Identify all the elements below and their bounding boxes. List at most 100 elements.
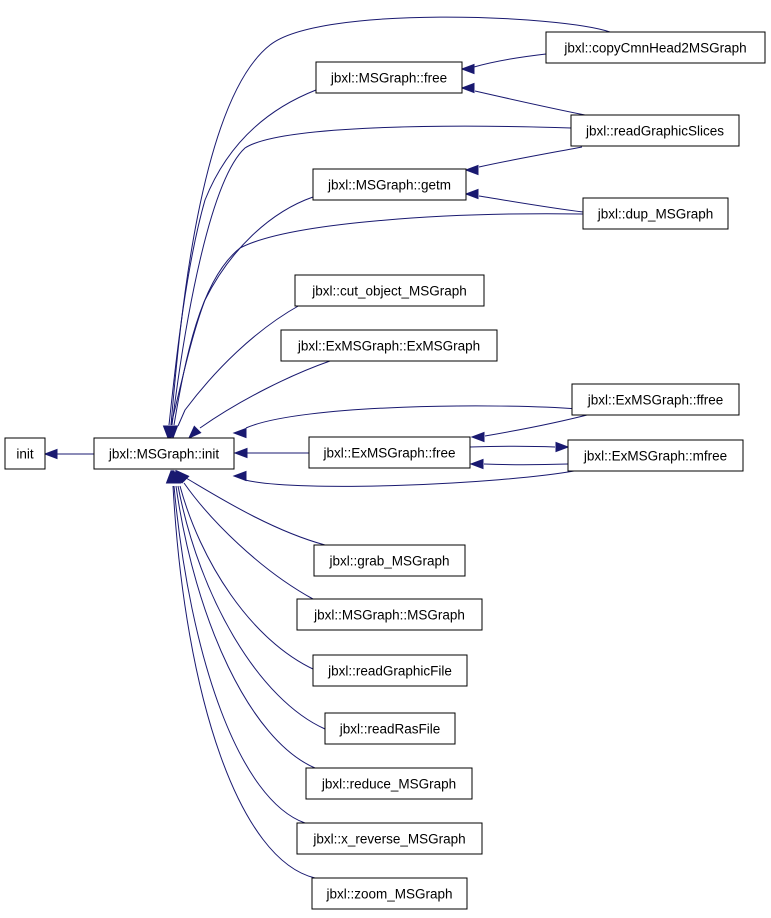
node-box[interactable]: [324, 712, 456, 745]
node-exmsgraph-free[interactable]: jbxl::ExMSGraph::free: [308, 436, 471, 469]
node-msgraph-init[interactable]: jbxl::MSGraph::init: [93, 437, 235, 470]
edge-line: [177, 485, 326, 730]
node-label: jbxl::ExMSGraph::ffree: [587, 393, 724, 408]
node-exmsgraph-mfree[interactable]: jbxl::ExMSGraph::mfree: [567, 439, 744, 472]
edge-line: [183, 482, 314, 600]
node-label: jbxl::ExMSGraph::ExMSGraph: [297, 339, 480, 354]
node-box[interactable]: [311, 877, 468, 910]
edge-line: [469, 445, 556, 448]
node-label: jbxl::x_reverse_MSGraph: [312, 832, 465, 847]
node-init[interactable]: init: [4, 437, 46, 470]
arrowhead-icon: [165, 469, 177, 484]
node-cut-object[interactable]: jbxl::cut_object_MSGraph: [294, 274, 485, 307]
node-label: jbxl::grab_MSGraph: [328, 554, 449, 569]
node-grab-msgraph[interactable]: jbxl::grab_MSGraph: [313, 544, 466, 577]
node-box[interactable]: [315, 61, 463, 94]
node-label: jbxl::copyCmnHead2MSGraph: [563, 41, 746, 56]
node-box[interactable]: [312, 654, 468, 687]
node-box[interactable]: [567, 439, 744, 472]
node-box[interactable]: [4, 437, 46, 470]
edge-dup_msgraph-to-msgraph_init: [165, 213, 584, 440]
node-exmsgraph-ffree[interactable]: jbxl::ExMSGraph::ffree: [571, 383, 740, 416]
edge-exmsgraph_mfree-to-exmsgraph_free: [469, 458, 569, 470]
arrowhead-icon: [232, 427, 247, 439]
node-zoom-msgraph[interactable]: jbxl::zoom_MSGraph: [311, 877, 468, 910]
edge-line: [474, 90, 586, 116]
node-label: jbxl::reduce_MSGraph: [321, 777, 456, 792]
arrowhead-icon: [464, 188, 479, 200]
edge-grab_msgraph-to-msgraph_init: [174, 469, 326, 546]
edge-line: [173, 485, 306, 824]
edge-msgraph_free-to-msgraph_init: [162, 89, 317, 440]
edge-line: [484, 413, 592, 437]
edge-line: [172, 485, 316, 879]
node-msgraph-ctor[interactable]: jbxl::MSGraph::MSGraph: [296, 598, 483, 631]
node-reduce-msgraph[interactable]: jbxl::reduce_MSGraph: [305, 767, 473, 800]
node-box[interactable]: [313, 544, 466, 577]
arrowhead-icon: [233, 447, 248, 459]
node-label: jbxl::MSGraph::MSGraph: [313, 608, 465, 623]
node-label: jbxl::readGraphicFile: [327, 664, 452, 679]
edge-line: [168, 89, 317, 426]
node-box[interactable]: [582, 197, 729, 230]
edge-msgraph_init-to-init: [43, 448, 94, 460]
edge-line: [483, 463, 569, 466]
edge-zoom_msgraph-to-msgraph_init: [165, 469, 316, 879]
edge-dup_msgraph-to-msgraph_getm: [464, 188, 584, 213]
node-box[interactable]: [296, 598, 483, 631]
node-copy-cmn-head[interactable]: jbxl::copyCmnHead2MSGraph: [545, 31, 766, 64]
edge-line: [245, 405, 579, 429]
edge-line: [177, 304, 301, 427]
arrowhead-icon: [43, 448, 58, 460]
edge-line: [244, 470, 575, 487]
arrowhead-icon: [232, 470, 247, 482]
arrowhead-icon: [469, 458, 484, 470]
node-label: jbxl::readGraphicSlices: [585, 124, 724, 139]
node-box[interactable]: [312, 168, 467, 201]
node-box[interactable]: [545, 31, 766, 64]
node-box[interactable]: [280, 329, 498, 362]
node-read-graphic-file[interactable]: jbxl::readGraphicFile: [312, 654, 468, 687]
node-box[interactable]: [93, 437, 235, 470]
arrowhead-icon: [460, 63, 475, 75]
node-label: jbxl::readRasFile: [339, 722, 441, 737]
node-exmsgraph-ctor[interactable]: jbxl::ExMSGraph::ExMSGraph: [280, 329, 498, 362]
node-label: jbxl::MSGraph::free: [330, 71, 447, 86]
edges-layer: [43, 16, 611, 879]
node-box[interactable]: [571, 383, 740, 416]
arrowhead-icon: [555, 441, 570, 453]
node-read-ras-file[interactable]: jbxl::readRasFile: [324, 712, 456, 745]
node-box[interactable]: [570, 114, 740, 147]
arrowhead-icon: [460, 82, 475, 94]
node-msgraph-free[interactable]: jbxl::MSGraph::free: [315, 61, 463, 94]
edge-line: [170, 196, 314, 426]
edge-reduce_msgraph-to-msgraph_init: [167, 469, 316, 769]
edge-line: [478, 146, 583, 168]
nodes-layer: init jbxl::MSGraph::init jbxl::MSGraph::fr…: [4, 31, 766, 910]
edge-exmsgraph_ctor-to-msgraph_init: [187, 360, 331, 440]
edge-read_graphic_slices-to-msgraph_getm: [464, 146, 583, 176]
arrowhead-icon: [187, 425, 202, 440]
edge-line: [473, 53, 547, 68]
edge-exmsgraph_ffree-to-msgraph_init: [232, 405, 579, 439]
edge-exmsgraph_free-to-exmsgraph_mfree: [469, 441, 570, 453]
node-read-graphic-slices[interactable]: jbxl::readGraphicSlices: [570, 114, 740, 147]
node-box[interactable]: [294, 274, 485, 307]
arrowhead-icon: [167, 425, 179, 440]
edge-line: [478, 195, 584, 213]
node-label: init: [16, 447, 34, 462]
node-box[interactable]: [305, 767, 473, 800]
node-label: jbxl::cut_object_MSGraph: [311, 284, 467, 299]
edge-x_reverse-to-msgraph_init: [166, 469, 306, 824]
node-dup-msgraph[interactable]: jbxl::dup_MSGraph: [582, 197, 729, 230]
arrowhead-icon: [175, 469, 190, 484]
node-msgraph-getm[interactable]: jbxl::MSGraph::getm: [312, 168, 467, 201]
node-x-reverse[interactable]: jbxl::x_reverse_MSGraph: [296, 822, 483, 855]
edge-exmsgraph_ffree-to-exmsgraph_free: [470, 413, 592, 443]
node-label: jbxl::ExMSGraph::mfree: [583, 449, 727, 464]
edge-line: [199, 360, 331, 429]
node-label: jbxl::zoom_MSGraph: [325, 887, 452, 902]
edge-line: [179, 485, 316, 671]
node-box[interactable]: [308, 436, 471, 469]
node-box[interactable]: [296, 822, 483, 855]
